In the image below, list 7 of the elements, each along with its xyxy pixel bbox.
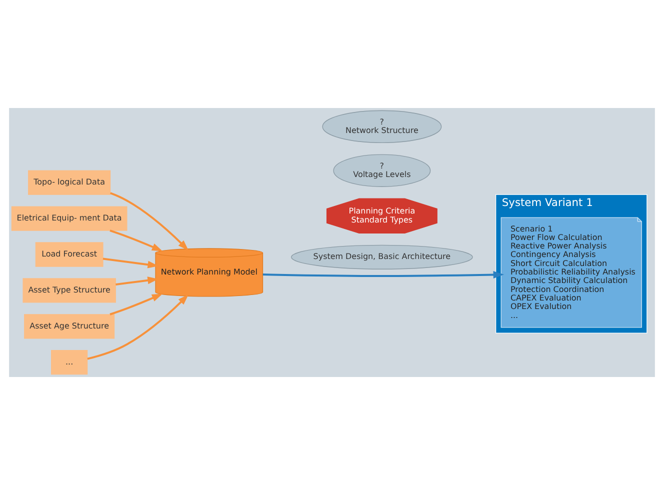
arrow	[116, 276, 158, 285]
arrow	[110, 293, 163, 315]
arrow	[102, 257, 158, 268]
arrow	[87, 294, 189, 360]
arrow	[262, 270, 504, 278]
arrow	[110, 229, 163, 251]
arrow	[110, 192, 189, 250]
